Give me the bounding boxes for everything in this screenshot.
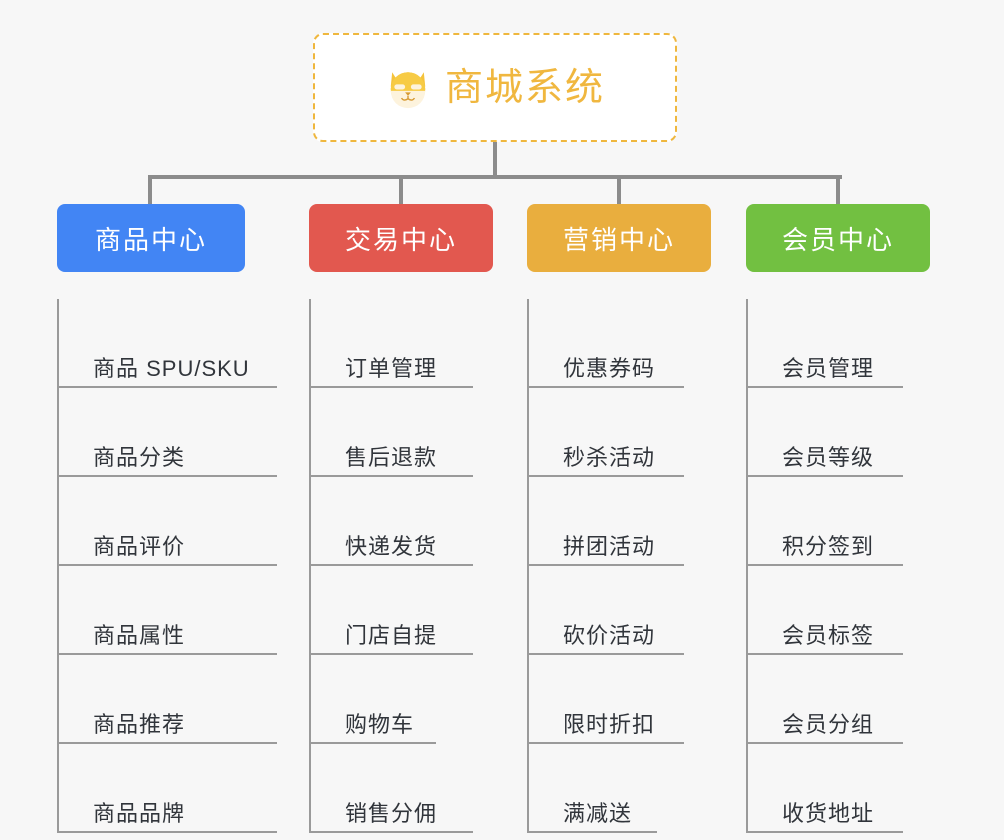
leaf-underline (529, 475, 684, 477)
branch-column-3: 会员中心 会员管理 会员等级 积分签到 会员标签 会员分组 收货地址 (746, 204, 930, 833)
leaf-item[interactable]: 门店自提 (309, 566, 493, 655)
leaf-label: 商品 SPU/SKU (93, 355, 250, 381)
branch-header-label-3: 会员中心 (781, 224, 894, 255)
leaf-underline (748, 742, 903, 744)
leaf-label: 会员标签 (782, 622, 875, 648)
leaf-label: 门店自提 (345, 622, 438, 648)
leaf-item[interactable]: 优惠券码 (527, 299, 711, 388)
leaf-item[interactable]: 会员标签 (746, 566, 930, 655)
leaf-underline (59, 475, 277, 477)
leaf-label: 优惠券码 (563, 355, 656, 381)
branch-header-1[interactable]: 交易中心 (309, 204, 493, 272)
leaf-item[interactable]: 销售分佣 (309, 744, 493, 833)
branch-column-0: 商品中心 商品 SPU/SKU 商品分类 商品评价 商品属性 商品推荐 商品品牌 (57, 204, 277, 833)
leaf-item[interactable]: 收货地址 (746, 744, 930, 833)
leaf-label: 限时折扣 (563, 711, 656, 737)
leaf-underline (748, 831, 903, 833)
branch-header-3[interactable]: 会员中心 (746, 204, 930, 272)
branch-header-label-0: 商品中心 (94, 224, 207, 255)
leaf-label: 砍价活动 (563, 622, 656, 648)
leaf-underline (529, 653, 684, 655)
branch-column-1: 交易中心 订单管理 售后退款 快递发货 门店自提 购物车 销售分佣 (309, 204, 493, 833)
leaf-label: 售后退款 (345, 444, 438, 470)
leaf-item[interactable]: 拼团活动 (527, 477, 711, 566)
leaf-label: 秒杀活动 (563, 444, 656, 470)
leaf-label: 订单管理 (345, 355, 438, 381)
leaf-item[interactable]: 会员等级 (746, 388, 930, 477)
leaf-underline (59, 831, 277, 833)
leaf-underline (529, 831, 657, 833)
leaf-label: 收货地址 (782, 800, 875, 826)
leaf-label: 商品推荐 (93, 711, 186, 737)
leaf-list-3: 会员管理 会员等级 积分签到 会员标签 会员分组 收货地址 (746, 299, 930, 833)
branch-column-2: 营销中心 优惠券码 秒杀活动 拼团活动 砍价活动 限时折扣 满减送 (527, 204, 711, 833)
leaf-item[interactable]: 订单管理 (309, 299, 493, 388)
dog-face-icon (390, 71, 426, 108)
leaf-underline (748, 475, 903, 477)
leaf-item[interactable]: 会员管理 (746, 299, 930, 388)
leaf-label: 会员分组 (782, 711, 875, 737)
leaf-label: 购物车 (345, 711, 415, 737)
branch-header-2[interactable]: 营销中心 (527, 204, 711, 272)
branch-header-label-1: 交易中心 (344, 224, 457, 255)
leaf-item[interactable]: 售后退款 (309, 388, 493, 477)
leaf-underline (311, 742, 436, 744)
branch-header-label-2: 营销中心 (562, 224, 675, 255)
leaf-label: 会员管理 (782, 355, 875, 381)
leaf-spine-2 (527, 299, 529, 833)
leaf-label: 商品属性 (93, 622, 186, 648)
leaf-underline (59, 653, 277, 655)
leaf-item[interactable]: 购物车 (309, 655, 493, 744)
leaf-item[interactable]: 积分签到 (746, 477, 930, 566)
leaf-label: 商品分类 (93, 444, 186, 470)
leaf-list-0: 商品 SPU/SKU 商品分类 商品评价 商品属性 商品推荐 商品品牌 (57, 299, 277, 833)
leaf-label: 快递发货 (345, 533, 438, 559)
leaf-spine-1 (309, 299, 311, 833)
leaf-item[interactable]: 商品属性 (57, 566, 277, 655)
leaf-underline (311, 475, 473, 477)
leaf-label: 拼团活动 (563, 533, 656, 559)
root-title: 商城系统 (444, 66, 605, 109)
leaf-underline (311, 831, 473, 833)
leaf-underline (529, 386, 684, 388)
leaf-label: 积分签到 (782, 533, 875, 559)
leaf-underline (748, 386, 903, 388)
leaf-underline (748, 564, 903, 566)
leaf-label: 满减送 (563, 800, 633, 826)
leaf-item[interactable]: 快递发货 (309, 477, 493, 566)
leaf-underline (311, 653, 473, 655)
leaf-item[interactable]: 秒杀活动 (527, 388, 711, 477)
leaf-underline (748, 653, 903, 655)
leaf-item[interactable]: 满减送 (527, 744, 711, 833)
leaf-label: 会员等级 (782, 444, 875, 470)
leaf-underline (311, 386, 473, 388)
branch-header-0[interactable]: 商品中心 (57, 204, 245, 272)
leaf-spine-3 (746, 299, 748, 833)
leaf-item[interactable]: 商品评价 (57, 477, 277, 566)
leaf-label: 销售分佣 (345, 800, 438, 826)
leaf-underline (311, 564, 473, 566)
leaf-underline (59, 742, 277, 744)
leaf-item[interactable]: 砍价活动 (527, 566, 711, 655)
leaf-item[interactable]: 商品推荐 (57, 655, 277, 744)
root-node[interactable]: 商城系统 (313, 33, 677, 142)
leaf-label: 商品品牌 (93, 800, 186, 826)
leaf-underline (59, 564, 277, 566)
leaf-underline (529, 564, 684, 566)
leaf-item[interactable]: 会员分组 (746, 655, 930, 744)
leaf-underline (529, 742, 684, 744)
leaf-item[interactable]: 限时折扣 (527, 655, 711, 744)
leaf-underline (59, 386, 277, 388)
leaf-item[interactable]: 商品 SPU/SKU (57, 299, 277, 388)
leaf-item[interactable]: 商品品牌 (57, 744, 277, 833)
leaf-spine-0 (57, 299, 59, 833)
leaf-item[interactable]: 商品分类 (57, 388, 277, 477)
leaf-label: 商品评价 (93, 533, 186, 559)
leaf-list-1: 订单管理 售后退款 快递发货 门店自提 购物车 销售分佣 (309, 299, 493, 833)
leaf-list-2: 优惠券码 秒杀活动 拼团活动 砍价活动 限时折扣 满减送 (527, 299, 711, 833)
